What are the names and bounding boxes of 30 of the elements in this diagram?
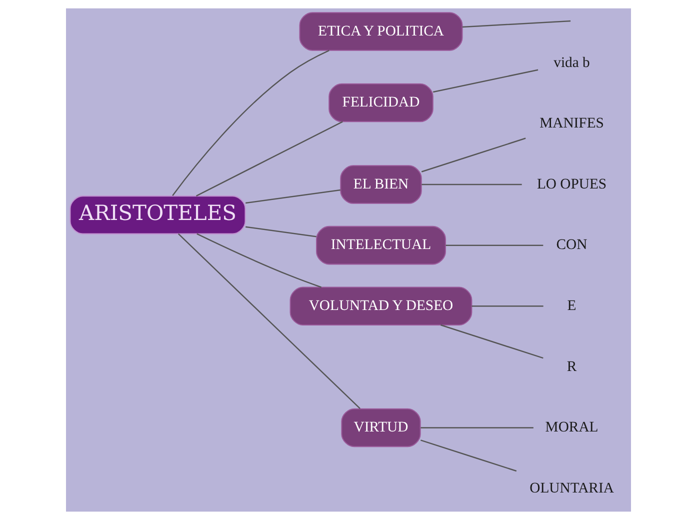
node-text: LO OPUES [536,176,606,192]
node-text: R [566,358,576,375]
node-box: VIRTUD [340,408,420,448]
node-box: EL BIEN [340,165,422,204]
node-text: CON [556,237,587,254]
node-text: E [566,298,576,314]
connector [471,306,543,307]
node-text: vida b [553,54,590,71]
connector [445,244,543,246]
connector [420,138,526,172]
connector [244,226,316,238]
connector [177,233,360,410]
node-box: INTELECTUAL [316,226,446,265]
node-text: OLUNTARIA [529,480,614,496]
node-box: ETICA Y POLITICA [298,12,462,51]
connector [172,50,329,196]
node-box: FELICIDAD [328,83,433,122]
connector [196,233,321,288]
connector [440,324,543,359]
node-text: MORAL [544,420,598,436]
node-box: ARISTOTELES [69,196,246,234]
connector [196,121,342,196]
node-text: MANIFES [539,116,604,132]
connector [432,69,538,93]
node-box: VOLUNTAD Y DESEO [289,286,472,326]
connector [462,20,570,28]
connector [421,184,522,186]
connector [420,440,516,472]
connector [244,189,340,204]
connector [420,427,533,428]
